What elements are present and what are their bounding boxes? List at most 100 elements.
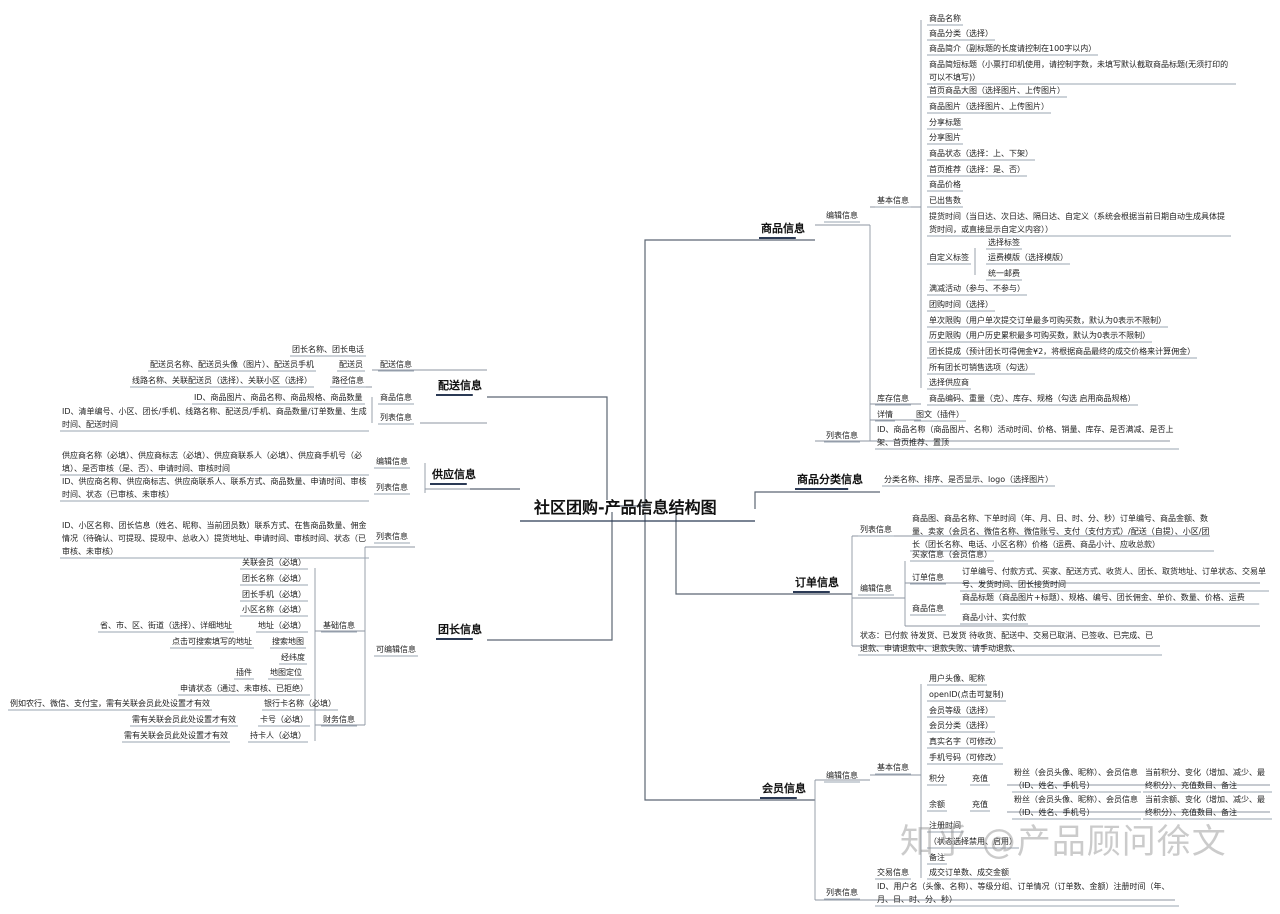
node-g8: 分享图片 xyxy=(929,133,961,142)
node-o_list1: 商品图、商品名称、下单时间（年、月、日、时、分、秒）订单编号、商品金额、数量、卖… xyxy=(912,514,1210,549)
node-m3: 会员等级（选择） xyxy=(929,706,993,715)
node-g_list1: ID、商品名称（商品图片、名称）活动时间、价格、销量、库存、是否满减、是否上架、… xyxy=(877,425,1174,447)
node-g_stock: 库存信息 xyxy=(877,394,909,403)
node-m_basic: 基本信息 xyxy=(877,763,909,772)
node-l10: 银行卡名称（必填） xyxy=(264,699,336,708)
node-g14: 自定义标签 xyxy=(929,253,969,262)
connector-line xyxy=(675,506,852,595)
node-cat1: 分类名称、排序、是否显示、logo（选择图片） xyxy=(884,475,1054,484)
node-c_cat: 商品分类信息 xyxy=(797,473,863,486)
node-l5a: 省、市、区、街道（选择）、详细地址 xyxy=(100,621,232,630)
node-l11: 卡号（必填） xyxy=(260,715,308,724)
node-l5: 地址（必填） xyxy=(258,621,306,630)
node-m8: 余额 xyxy=(929,800,945,809)
node-l9: 申请状态（通过、未审核、已拒绝） xyxy=(180,684,308,693)
node-m6: 手机号码（可修改） xyxy=(929,753,1001,762)
node-g15: 满减活动（参与、不参与） xyxy=(929,284,1025,293)
connector-line xyxy=(754,491,880,509)
connector-line xyxy=(644,512,815,801)
node-s_goods: 商品信息 xyxy=(380,393,412,402)
node-g13: 提货时间（当日达、次日达、隔日达、自定义（系统会根据当前日期自动生成具体提货时间… xyxy=(929,212,1225,234)
node-s_leader: 团长名称、团长电话 xyxy=(292,345,364,354)
node-g16: 团购时间（选择） xyxy=(929,300,993,309)
node-o_e3: 商品信息 xyxy=(912,604,944,613)
node-m_trade1: 成交订单数、成交金额 xyxy=(929,868,1009,877)
node-m_edit: 编辑信息 xyxy=(826,771,858,780)
node-o_e2a: 订单编号、付款方式、买家、配送方式、收货人、团长、取货地址、订单状态、交易单号、… xyxy=(962,567,1266,589)
node-c_supply: 供应信息 xyxy=(432,468,476,481)
node-s_list1: ID、清单编号、小区、团长/手机、线路名称、配送员/手机、商品数量/订单数量、生… xyxy=(62,407,367,429)
node-m_trade: 交易信息 xyxy=(877,868,909,877)
node-c_leader: 团长信息 xyxy=(438,623,482,636)
node-l6a: 点击可搜索填写的地址 xyxy=(172,637,252,646)
node-m11: 备注 xyxy=(929,853,945,862)
node-l3: 团长手机（必填） xyxy=(242,590,306,599)
node-o_e2: 订单信息 xyxy=(912,573,944,582)
connector-line xyxy=(487,512,613,641)
node-l4: 小区名称（必填） xyxy=(242,605,306,614)
node-g3: 商品简介（副标题的长度请控制在100字以内） xyxy=(929,44,1097,53)
node-m_list: 列表信息 xyxy=(826,888,858,897)
node-m5: 真实名字（可修改） xyxy=(929,737,1001,746)
node-g7: 分享标题 xyxy=(929,118,961,127)
node-g1: 商品名称 xyxy=(929,14,961,23)
node-s_route1: 线路名称、关联配送员（选择）、关联小区（选择） xyxy=(132,376,312,385)
node-l_fin: 财务信息 xyxy=(323,715,355,724)
node-c_order: 订单信息 xyxy=(795,576,839,589)
node-s_list: 列表信息 xyxy=(380,413,412,422)
node-s_edit: 配送信息 xyxy=(380,360,412,369)
node-m7a: 充值 xyxy=(972,774,988,783)
node-g5: 首页商品大图（选择图片、上传图片） xyxy=(929,86,1065,95)
node-p_edit1: 供应商名称（必填）、供应商标志（必填）、供应商联系人（必填）、供应商手机号（必填… xyxy=(62,451,362,473)
node-g21: 选择供应商 xyxy=(929,378,969,387)
node-l8a: 插件 xyxy=(236,668,252,677)
node-g12: 已出售数 xyxy=(929,196,961,205)
node-m1: 用户头像、昵称 xyxy=(929,674,985,683)
node-l8: 地图定位 xyxy=(270,668,302,677)
node-g_detail1: 图文（插件） xyxy=(916,410,964,419)
node-c_ship: 配送信息 xyxy=(438,379,482,392)
node-l7: 经纬度 xyxy=(281,653,305,662)
node-m9: 注册时间 xyxy=(929,821,961,830)
node-g6: 商品图片（选择图片、上传图片） xyxy=(929,102,1049,111)
node-m8b: 粉丝（会员头像、昵称）、会员信息（ID、姓名、手机号） xyxy=(1014,795,1138,817)
node-g17: 单次限购（用户单次提交订单最多可购买数，默认为0表示不限制） xyxy=(929,316,1167,325)
node-o_edit: 编辑信息 xyxy=(860,584,892,593)
node-m8a: 充值 xyxy=(972,800,988,809)
node-m8c: 当前余额、变化（增加、减少、最终积分）、充值数目、备注 xyxy=(1145,795,1265,817)
node-p_list: 列表信息 xyxy=(376,483,408,492)
node-o_e3a: 商品标题（商品图片+标题）、规格、编号、团长佣金、单价、数量、价格、运费 xyxy=(962,593,1245,602)
node-g9: 商品状态（选择：上、下架） xyxy=(929,149,1033,158)
node-g2: 商品分类（选择） xyxy=(929,29,993,38)
connector-line xyxy=(607,239,815,507)
node-g_basic: 基本信息 xyxy=(877,196,909,205)
node-g_detail: 详情 xyxy=(877,410,893,419)
node-m10: （状态选择禁用、启用） xyxy=(929,837,1017,846)
node-c_goods: 商品信息 xyxy=(761,222,805,235)
node-l_basic: 基础信息 xyxy=(323,621,355,630)
node-l_list: 列表信息 xyxy=(376,532,408,541)
node-m7c: 当前积分、变化（增加、减少、最终积分）、充值数目、备注 xyxy=(1145,768,1265,790)
node-l_edit: 可编辑信息 xyxy=(376,645,416,654)
node-m7b: 粉丝（会员头像、昵称）、会员信息（ID、姓名、手机号） xyxy=(1014,768,1138,790)
node-m7: 积分 xyxy=(929,774,945,783)
node-l_list1: ID、小区名称、团长信息（姓名、昵称、当前团员数）联系方式、在售商品数量、佣金情… xyxy=(62,521,367,556)
mindmap-root-title: 社区团购-产品信息结构图 xyxy=(534,498,717,517)
node-o_status: 状态：已付款 待发货、已发货 待收货、配送中、交易已取消、已签收、已完成、已退款… xyxy=(860,631,1154,653)
node-g14b: 运费模版（选择模版） xyxy=(988,253,1068,262)
node-o_e3b: 商品小计、实付款 xyxy=(962,613,1026,622)
node-g11: 商品价格 xyxy=(929,180,961,189)
node-p_edit: 编辑信息 xyxy=(376,457,408,466)
node-l12: 持卡人（必填） xyxy=(250,731,306,740)
watermark: 知乎 @产品顾问徐文 xyxy=(900,822,1227,862)
node-c_member: 会员信息 xyxy=(762,782,806,795)
node-g4: 商品简短标题（小票打印机使用，请控制字数，未填写默认截取商品标题(无须打印的可以… xyxy=(929,60,1229,82)
node-m4: 会员分类（选择） xyxy=(929,721,993,730)
connector-line xyxy=(487,396,608,500)
node-g_stock1: 商品编码、重量（克）、库存、规格（勾选 启用商品规格） xyxy=(929,394,1136,403)
node-o_list: 列表信息 xyxy=(860,525,892,534)
node-m2: openID(点击可复制) xyxy=(929,690,1004,699)
node-p_list1: ID、供应商名称、供应商标志、供应商联系人、联系方式、商品数量、申请时间、审核时… xyxy=(62,477,367,499)
node-g_list: 列表信息 xyxy=(826,431,858,440)
node-g14a: 选择标签 xyxy=(988,238,1020,247)
